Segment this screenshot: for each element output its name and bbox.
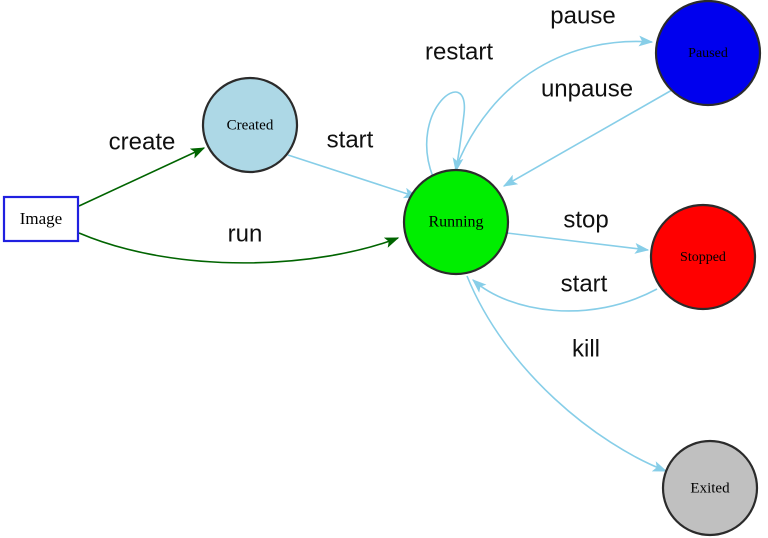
node-label-stopped: Stopped (680, 250, 726, 265)
node-label-image: Image (20, 209, 62, 228)
node-shape-paused (654, 0, 762, 107)
node-exited[interactable]: Exited (661, 439, 759, 537)
edge-create (78, 147, 206, 207)
edge-label-start-stopped: start (561, 270, 608, 297)
node-paused[interactable]: Paused (654, 0, 762, 107)
edge-labels-layer: create run start restart pause unpause stop sta… (109, 2, 633, 362)
node-shape-exited (661, 439, 759, 537)
edge-kill (466, 275, 668, 472)
node-shape-stopped (649, 203, 757, 311)
edge-run (78, 232, 400, 264)
edge-label-restart: restart (425, 38, 493, 65)
edge-label-start-created: start (327, 126, 374, 153)
edge-label-pause: pause (550, 2, 615, 29)
node-label-created: Created (227, 117, 274, 133)
edge-label-run: run (228, 220, 263, 247)
edge-label-kill: kill (572, 335, 600, 362)
node-label-exited: Exited (690, 480, 730, 496)
edge-pause (454, 35, 654, 171)
node-shape-running (402, 168, 510, 276)
edge-start-created (287, 154, 419, 199)
edges-layer (78, 35, 673, 472)
edge-stop (506, 232, 650, 254)
edge-label-create: create (109, 128, 176, 155)
node-stopped[interactable]: Stopped (649, 203, 757, 311)
node-created[interactable]: Created (201, 76, 299, 174)
node-label-running: Running (428, 214, 483, 231)
node-shape-created (201, 76, 299, 174)
edge-label-stop: stop (563, 206, 608, 233)
edge-label-unpause: unpause (541, 75, 633, 102)
node-shape-image (2, 195, 80, 243)
edge-unpause (502, 89, 673, 187)
node-running[interactable]: Running (402, 168, 510, 276)
edge-start-stopped (472, 279, 658, 312)
edge-restart (426, 91, 466, 178)
node-image[interactable]: Image (2, 195, 80, 243)
node-label-paused: Paused (688, 46, 728, 61)
